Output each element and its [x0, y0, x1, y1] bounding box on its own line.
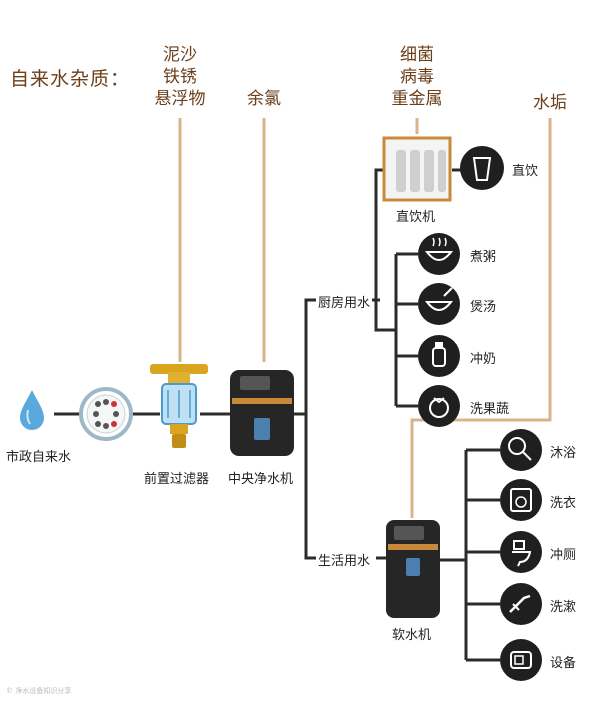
- use-kitchen: 洗果蔬: [470, 402, 510, 417]
- use-living: 沐浴: [550, 446, 577, 461]
- use-kitchen: 冲奶: [470, 352, 497, 367]
- scale-line: [410, 118, 552, 518]
- impurity-chlorine: 余氯: [240, 88, 288, 110]
- branch-kitchen-label: 厨房用水: [316, 292, 373, 311]
- use-living: 设备: [550, 656, 577, 671]
- pre-filter-label: 前置过滤器: [144, 472, 210, 487]
- direct-drink-machine-illustration: [382, 136, 452, 202]
- impurity-microbes: 细菌 病毒 重金属: [384, 44, 450, 110]
- faucet-icon: [500, 583, 542, 625]
- use-kitchen: 煮粥: [470, 250, 497, 265]
- direct-drink-machine-label: 直饮机: [396, 210, 436, 225]
- bowl-icon: [418, 233, 460, 275]
- branch-living-label: 生活用水: [316, 550, 373, 569]
- use-living: 洗漱: [550, 600, 577, 615]
- impurity-lines: [178, 118, 552, 518]
- use-living: 洗衣: [550, 496, 577, 511]
- water-meter-icon: [79, 387, 133, 441]
- impurity-scale: 水垢: [526, 92, 574, 114]
- use-living: 冲厕: [550, 548, 577, 563]
- pre-filter-illustration: [150, 364, 208, 448]
- softener-label: 软水机: [392, 628, 432, 643]
- source-label: 市政自来水: [6, 450, 72, 465]
- impurity-item: 泥沙: [163, 45, 197, 65]
- central-purifier-illustration: [230, 370, 294, 456]
- impurity-item: 余氯: [247, 89, 281, 109]
- impurity-item: 细菌: [400, 45, 434, 65]
- washing-machine-icon: [500, 479, 542, 521]
- use-kitchen: 煲汤: [470, 300, 497, 315]
- softener-illustration: [386, 520, 440, 618]
- impurity-item: 重金属: [391, 89, 443, 109]
- use-direct-drink: 直饮: [512, 164, 539, 179]
- appliance-icon: [500, 639, 542, 681]
- central-purifier-label: 中央净水机: [228, 472, 294, 487]
- baby-bottle-icon: [418, 335, 460, 377]
- impurity-sediment: 泥沙 铁锈 悬浮物: [150, 44, 210, 110]
- impurity-title: 自来水杂质：: [10, 68, 131, 90]
- impurity-item: 悬浮物: [154, 89, 206, 109]
- impurity-item: 水垢: [533, 93, 567, 113]
- cup-icon: [460, 146, 504, 190]
- water-drop-icon: [20, 390, 44, 430]
- impurity-item: 病毒: [400, 67, 434, 87]
- toilet-icon: [500, 531, 542, 573]
- soup-bowl-icon: [418, 283, 460, 325]
- watermark-text: © 净水设备知识分享: [6, 687, 72, 695]
- tomato-icon: [418, 385, 460, 427]
- impurity-item: 铁锈: [163, 67, 197, 87]
- shower-icon: [500, 429, 542, 471]
